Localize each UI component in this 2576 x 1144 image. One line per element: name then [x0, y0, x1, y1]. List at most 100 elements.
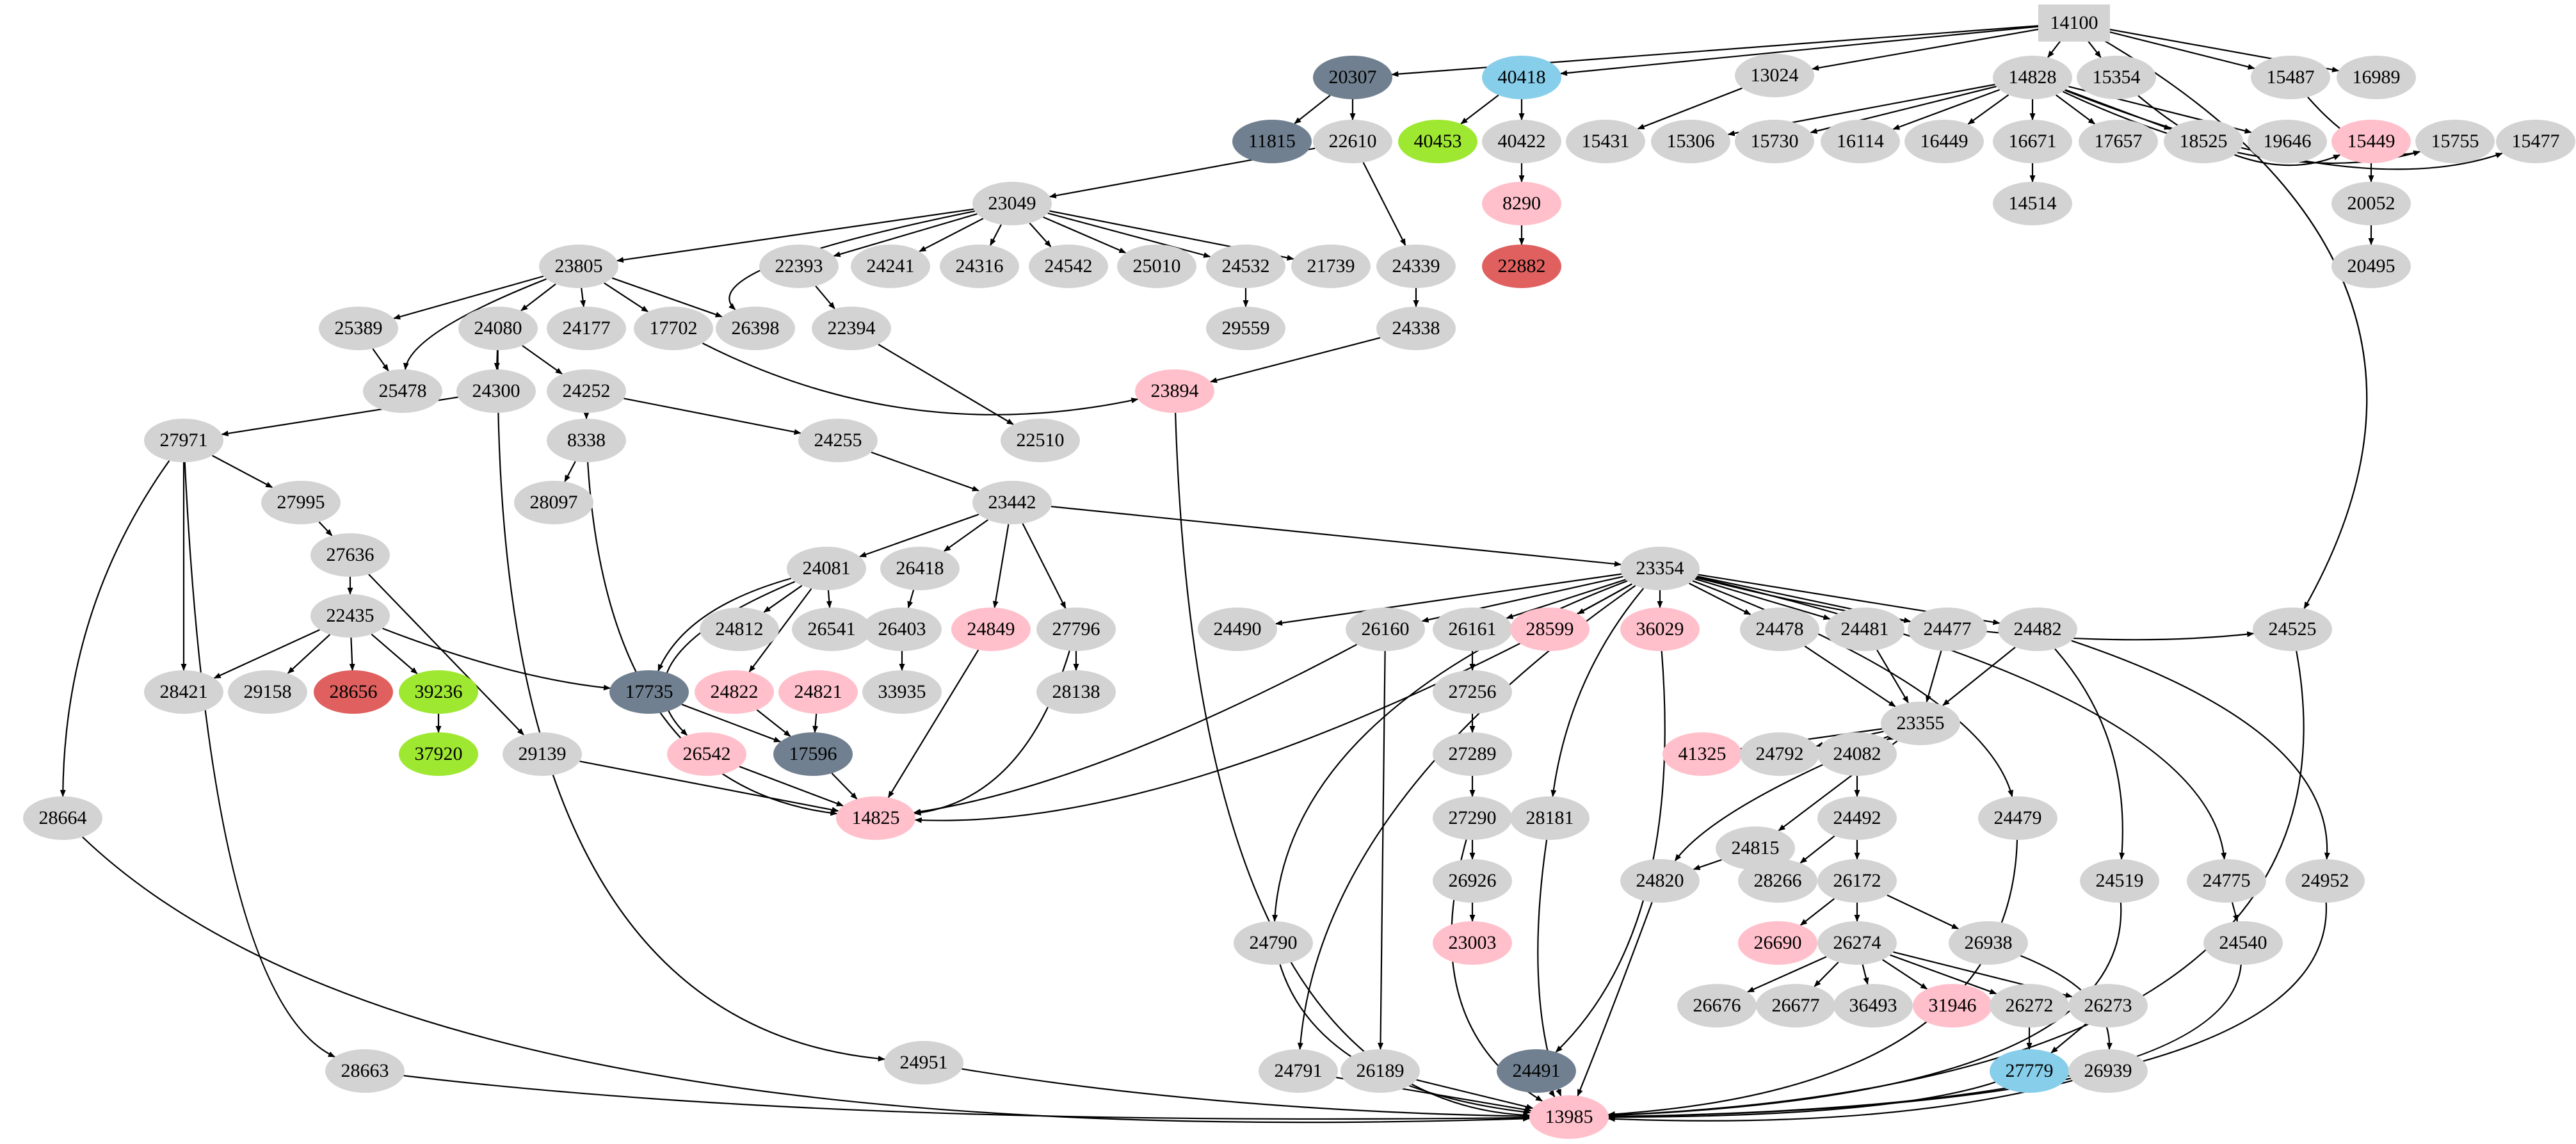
- node-24490[interactable]: 24490: [1198, 608, 1277, 651]
- node-15354[interactable]: 15354: [2077, 56, 2156, 99]
- node-26160[interactable]: 26160: [1346, 608, 1425, 651]
- node-26676[interactable]: 26676: [1677, 984, 1757, 1027]
- node-24252[interactable]: 24252: [547, 369, 626, 413]
- node-19646[interactable]: 19646: [2248, 120, 2327, 163]
- node-14825[interactable]: 14825: [836, 796, 915, 840]
- node-16671[interactable]: 16671: [1993, 120, 2072, 163]
- node-24525[interactable]: 24525: [2253, 608, 2332, 651]
- node-28266[interactable]: 28266: [1738, 859, 1817, 903]
- node-21739[interactable]: 21739: [1291, 245, 1371, 288]
- node-26690[interactable]: 26690: [1738, 921, 1817, 965]
- node-26938[interactable]: 26938: [1949, 921, 2028, 965]
- node-25010[interactable]: 25010: [1117, 245, 1196, 288]
- node-11815[interactable]: 11815: [1232, 120, 1312, 163]
- node-39236[interactable]: 39236: [399, 670, 478, 714]
- node-24820[interactable]: 24820: [1620, 859, 1700, 903]
- node-26418[interactable]: 26418: [880, 547, 960, 590]
- node-22394[interactable]: 22394: [812, 307, 891, 350]
- node-28656[interactable]: 28656: [314, 670, 393, 714]
- node-26677[interactable]: 26677: [1756, 984, 1835, 1027]
- node-24241[interactable]: 24241: [851, 245, 930, 288]
- node-24316[interactable]: 24316: [940, 245, 1019, 288]
- node-24080[interactable]: 24080: [458, 307, 538, 350]
- node-16989[interactable]: 16989: [2337, 56, 2416, 99]
- node-28138[interactable]: 28138: [1036, 670, 1116, 714]
- node-27796[interactable]: 27796: [1036, 608, 1116, 651]
- node-24300[interactable]: 24300: [456, 369, 536, 413]
- node-24492[interactable]: 24492: [1817, 796, 1897, 840]
- node-15487[interactable]: 15487: [2251, 56, 2330, 99]
- node-40418[interactable]: 40418: [1482, 56, 1561, 99]
- node-17596[interactable]: 17596: [773, 732, 853, 776]
- node-26541[interactable]: 26541: [792, 608, 871, 651]
- node-23049[interactable]: 23049: [972, 182, 1052, 225]
- node-20052[interactable]: 20052: [2331, 182, 2411, 225]
- node-24338[interactable]: 24338: [1376, 307, 1456, 350]
- node-36493[interactable]: 36493: [1833, 984, 1913, 1027]
- node-24481[interactable]: 24481: [1825, 608, 1904, 651]
- node-22393[interactable]: 22393: [759, 245, 839, 288]
- node-29158[interactable]: 29158: [228, 670, 307, 714]
- node-26189[interactable]: 26189: [1340, 1049, 1420, 1093]
- node-24542[interactable]: 24542: [1029, 245, 1108, 288]
- node-23894[interactable]: 23894: [1135, 369, 1214, 413]
- node-28663[interactable]: 28663: [325, 1049, 405, 1093]
- node-26403[interactable]: 26403: [862, 608, 942, 651]
- node-24081[interactable]: 24081: [787, 547, 866, 590]
- node-26398[interactable]: 26398: [716, 307, 795, 350]
- node-40422[interactable]: 40422: [1482, 120, 1561, 163]
- node-14514[interactable]: 14514: [1993, 182, 2072, 225]
- node-25478[interactable]: 25478: [363, 369, 442, 413]
- node-17735[interactable]: 17735: [609, 670, 689, 714]
- node-24519[interactable]: 24519: [2080, 859, 2159, 903]
- node-17657[interactable]: 17657: [2079, 120, 2158, 163]
- node-24482[interactable]: 24482: [1998, 608, 2077, 651]
- node-24082[interactable]: 24082: [1817, 732, 1897, 776]
- node-24790[interactable]: 24790: [1234, 921, 1313, 965]
- node-14100[interactable]: 14100: [2038, 4, 2110, 42]
- node-23003[interactable]: 23003: [1433, 921, 1512, 965]
- node-8338[interactable]: 8338: [547, 419, 626, 462]
- node-23805[interactable]: 23805: [539, 245, 618, 288]
- node-28097[interactable]: 28097: [514, 481, 593, 524]
- node-31946[interactable]: 31946: [1913, 984, 1992, 1027]
- node-27290[interactable]: 27290: [1433, 796, 1512, 840]
- node-29559[interactable]: 29559: [1206, 307, 1285, 350]
- node-27636[interactable]: 27636: [310, 533, 390, 577]
- node-16449[interactable]: 16449: [1904, 120, 1984, 163]
- node-24822[interactable]: 24822: [695, 670, 774, 714]
- node-15306[interactable]: 15306: [1651, 120, 1730, 163]
- node-24952[interactable]: 24952: [2285, 859, 2365, 903]
- node-27256[interactable]: 27256: [1433, 670, 1512, 714]
- node-24849[interactable]: 24849: [951, 608, 1031, 651]
- node-24339[interactable]: 24339: [1376, 245, 1456, 288]
- node-23355[interactable]: 23355: [1881, 702, 1960, 745]
- node-24951[interactable]: 24951: [884, 1041, 963, 1084]
- node-26161[interactable]: 26161: [1433, 608, 1512, 651]
- node-15477[interactable]: 15477: [2496, 120, 2575, 163]
- node-37920[interactable]: 37920: [399, 732, 478, 776]
- node-14828[interactable]: 14828: [1993, 56, 2072, 99]
- node-24479[interactable]: 24479: [1978, 796, 2057, 840]
- node-22435[interactable]: 22435: [310, 594, 390, 638]
- node-26939[interactable]: 26939: [2068, 1049, 2148, 1093]
- node-22882[interactable]: 22882: [1482, 245, 1561, 288]
- node-23442[interactable]: 23442: [972, 481, 1052, 524]
- node-36029[interactable]: 36029: [1620, 608, 1700, 651]
- node-24478[interactable]: 24478: [1740, 608, 1819, 651]
- node-16114[interactable]: 16114: [1821, 120, 1900, 163]
- node-24491[interactable]: 24491: [1497, 1049, 1576, 1093]
- node-13985[interactable]: 13985: [1529, 1095, 1609, 1139]
- node-23354[interactable]: 23354: [1620, 547, 1700, 590]
- node-18525[interactable]: 18525: [2164, 120, 2243, 163]
- node-13024[interactable]: 13024: [1735, 54, 1814, 97]
- node-22510[interactable]: 22510: [1001, 419, 1080, 462]
- node-20307[interactable]: 20307: [1313, 56, 1392, 99]
- node-15431[interactable]: 15431: [1566, 120, 1645, 163]
- node-28599[interactable]: 28599: [1510, 608, 1590, 651]
- node-24792[interactable]: 24792: [1740, 732, 1819, 776]
- node-24791[interactable]: 24791: [1259, 1049, 1338, 1093]
- node-29139[interactable]: 29139: [503, 732, 582, 776]
- node-20495[interactable]: 20495: [2331, 245, 2411, 288]
- node-8290[interactable]: 8290: [1482, 182, 1561, 225]
